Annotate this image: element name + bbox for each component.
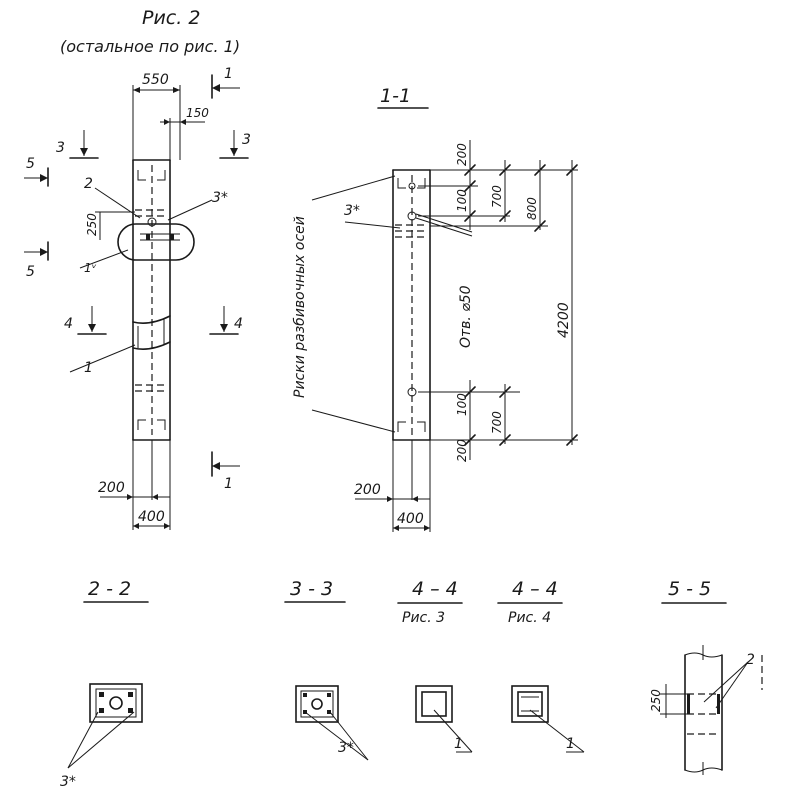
dim-100-top: 100	[455, 189, 469, 212]
marker-1-s44a: 1	[454, 736, 463, 752]
dim-200-side: 200	[455, 439, 469, 462]
dim-200-elev: 200	[98, 480, 125, 496]
cut-3-left: 3	[56, 140, 65, 156]
section-2-2-title: 2 - 2	[88, 578, 131, 600]
marker-2-s55: 2	[746, 652, 755, 668]
dim-200-top: 200	[455, 143, 469, 166]
figure-title: Рис. 2	[142, 7, 200, 29]
section-5-5-title: 5 - 5	[668, 578, 711, 600]
cut-4-left: 4	[64, 316, 73, 332]
marker-1-s44b: 1	[566, 736, 575, 752]
dim-hole: Отв. ⌀50	[458, 285, 474, 348]
section-3-3-title: 3 - 3	[290, 578, 333, 600]
cut-3-right: 3	[242, 132, 251, 148]
elevation-view: 550 150 200 400 250 2 3* 1ᵛ 1 1	[24, 66, 251, 530]
marker-1v-elev: 1ᵛ	[84, 261, 97, 275]
cut-5-top: 5	[26, 156, 35, 172]
dim-ticks	[464, 164, 578, 446]
dim-4200: 4200	[556, 302, 572, 338]
dim-550: 550	[142, 72, 169, 88]
dim-700-top: 700	[490, 185, 504, 208]
cut-5-bottom: 5	[26, 264, 35, 280]
section-4-4b-sub: Рис. 4	[508, 610, 551, 626]
cut-4-right: 4	[234, 316, 243, 332]
section-4-4b-title: 4 – 4	[512, 578, 558, 600]
marker-3star-s33: 3*	[338, 740, 354, 756]
section-3-3: 3 - 3 3*	[284, 578, 369, 761]
dim-250-s55: 250	[649, 689, 663, 712]
section-4-4a-sub: Рис. 3	[402, 610, 445, 626]
marker-1-elev: 1	[84, 360, 93, 376]
section-2-2: 2 - 2 3*	[60, 578, 149, 790]
figure-subtitle: (остальное по рис. 1)	[60, 37, 240, 56]
dim-400-elev: 400	[138, 509, 165, 525]
dim-700-bottom: 700	[490, 411, 504, 434]
cut-1-bottom: 1	[224, 476, 233, 492]
section-5-5: 5 - 5 250 2	[649, 578, 763, 775]
dim-150: 150	[186, 106, 209, 120]
section-4-4-fig3: 4 – 4 Рис. 3 1	[397, 578, 473, 753]
dim-400-bottom: 400	[397, 511, 424, 527]
marker-3star-elev: 3*	[212, 190, 228, 206]
marker-3star-s22: 3*	[60, 774, 76, 790]
section-4-4-fig4: 4 – 4 Рис. 4 1	[497, 578, 585, 753]
dim-200-bottom: 200	[354, 482, 381, 498]
dim-250-elev: 250	[85, 213, 99, 236]
section-1-1-title: 1-1	[380, 85, 411, 107]
section-4-4a-title: 4 – 4	[412, 578, 458, 600]
section-1-1: 1-1	[292, 85, 578, 532]
dim-800: 800	[525, 197, 539, 220]
cut-1-top: 1	[224, 66, 233, 82]
marker-2-elev: 2	[84, 176, 93, 192]
marker-3star-sec: 3*	[344, 203, 360, 219]
note-axes: Риски разбивочных осей	[292, 216, 308, 398]
dim-100-bottom: 100	[455, 393, 469, 416]
